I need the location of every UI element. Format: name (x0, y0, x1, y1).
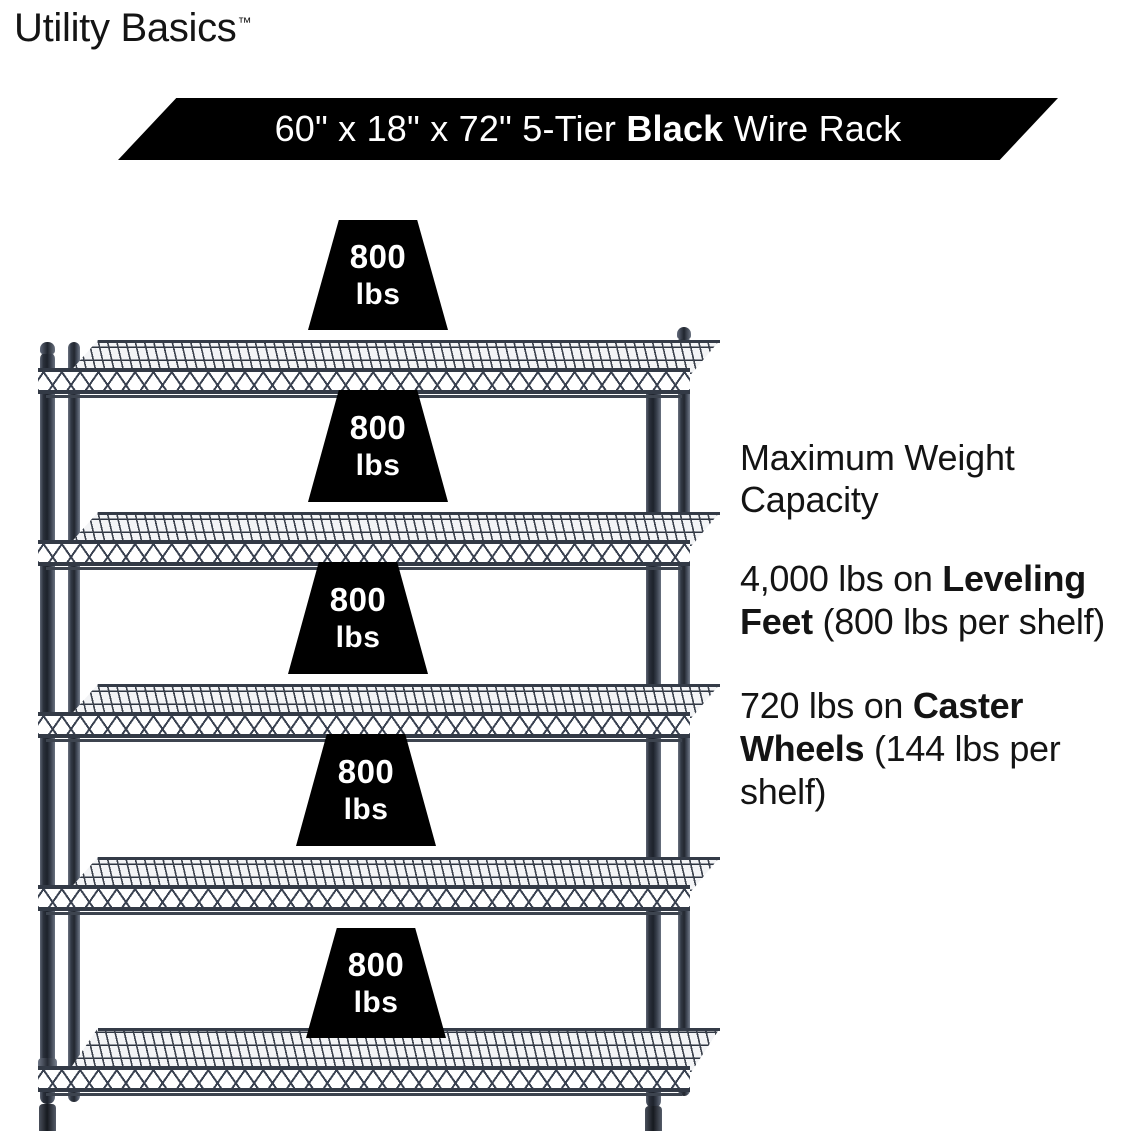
shelf-rail-4b (38, 907, 690, 911)
shelf-truss-3 (38, 714, 690, 736)
shelf-tier-4 (38, 857, 720, 919)
weight-badge-unit-3: lbs (335, 620, 381, 654)
banner-dimensions: 60" x 18" x 72" (274, 108, 513, 149)
leveling-foot-front-right (645, 1106, 662, 1131)
title-banner: 60" x 18" x 72" 5-Tier Black Wire Rack (118, 98, 1058, 160)
shelf-rail-4c (46, 912, 682, 915)
weight-badge-tier-4: 800 lbs (296, 734, 436, 846)
banner-product: Wire Rack (733, 108, 902, 149)
brand-wordmark: Utility Basics™ (14, 6, 252, 51)
weight-badge-tier-3: 800 lbs (288, 562, 428, 674)
shelf-rail-5a (38, 1066, 690, 1070)
weight-badge-unit-2: lbs (355, 448, 401, 482)
brand-name: Utility Basics (14, 6, 237, 50)
post-cap-front-left (40, 342, 55, 354)
shelf-edge-1 (98, 340, 720, 343)
trademark-symbol: ™ (237, 13, 252, 30)
shelf-edge-2 (98, 512, 720, 515)
wire-rack-illustration: 800 lbs 800 lbs 800 lbs 800 lbs 800 lbs (38, 220, 720, 1131)
capacity-heading: Maximum Weight Capacity (740, 437, 1137, 521)
shelf-edge-4 (98, 857, 720, 860)
shelf-truss-1 (38, 370, 690, 392)
shelf-truss-4 (38, 887, 690, 909)
spec-1-emphasis: Leveling Feet (740, 558, 1086, 643)
shelf-truss-2 (38, 542, 690, 564)
weight-badge-tier-5: 800 lbs (306, 928, 446, 1038)
shelf-rail-4a (38, 885, 690, 889)
spec-2-emphasis: Caster Wheels (740, 684, 1024, 769)
banner-color-word: Black (626, 108, 724, 149)
capacity-heading-line-1: Maximum Weight (740, 437, 1015, 478)
shelf-rail-3a (38, 712, 690, 716)
shelf-truss-5 (38, 1068, 690, 1090)
title-banner-background (118, 98, 1058, 160)
weight-badge-unit-1: lbs (355, 277, 401, 311)
shelf-rail-5c (46, 1093, 682, 1096)
weight-badge-tier-2: 800 lbs (308, 390, 448, 502)
post-cap-rear-right (677, 327, 691, 339)
weight-badge-unit-5: lbs (353, 985, 399, 1019)
capacity-spec-leveling-feet: 4,000 lbs on Leveling Feet (800 lbs per … (740, 557, 1137, 643)
weight-badge-unit-4: lbs (343, 792, 389, 826)
banner-tiers: 5-Tier (522, 108, 617, 149)
shelf-tier-1 (38, 340, 720, 402)
spec-2-trail: (144 lbs per shelf) (740, 727, 1061, 812)
shelf-rail-2a (38, 540, 690, 544)
weight-badge-value-1: 800 (349, 237, 407, 275)
capacity-heading-line-2: Capacity (740, 479, 879, 521)
shelf-edge-3 (98, 684, 720, 687)
shelf-tier-2 (38, 512, 720, 574)
weight-badge-value-2: 800 (349, 408, 407, 446)
capacity-spec-caster-wheels: 720 lbs on Caster Wheels (144 lbs per sh… (740, 684, 1137, 814)
weight-badge-value-3: 800 (329, 580, 387, 618)
weight-badge-tier-1: 800 lbs (308, 220, 448, 330)
leveling-foot-front-left (39, 1104, 56, 1131)
spec-1-lead: 4,000 lbs on (740, 558, 943, 600)
title-banner-text: 60" x 18" x 72" 5-Tier Black Wire Rack (118, 98, 1058, 160)
shelf-rail-5b (38, 1088, 690, 1092)
capacity-copy-block: Maximum Weight Capacity 4,000 lbs on Lev… (740, 437, 1137, 813)
weight-badge-value-5: 800 (347, 945, 405, 983)
spec-2-lead: 720 lbs on (740, 684, 913, 726)
shelf-rail-1a (38, 368, 690, 372)
weight-badge-value-4: 800 (337, 752, 395, 790)
spec-1-trail: (800 lbs per shelf) (812, 601, 1106, 643)
